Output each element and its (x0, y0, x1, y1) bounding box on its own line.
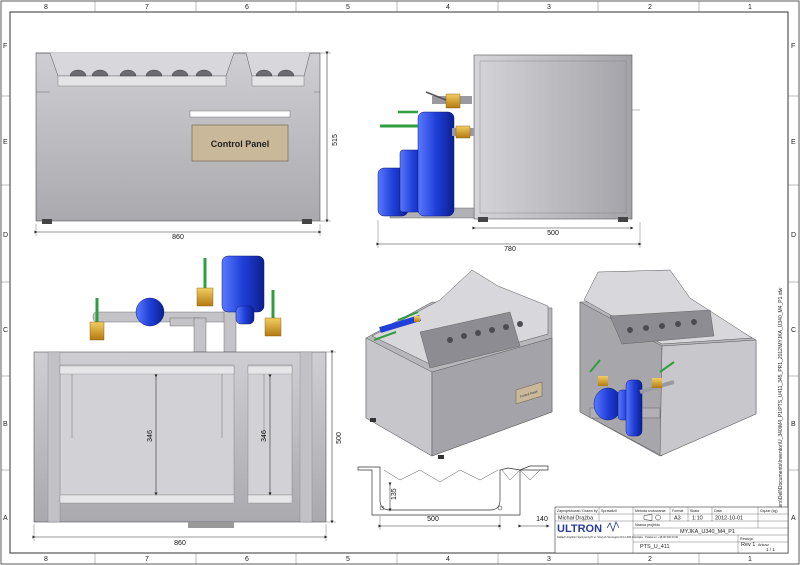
col-label-top: 3 (547, 4, 551, 11)
filter-housing (417, 111, 455, 217)
top-view: 346 346 500 860 (32, 255, 343, 547)
valve-icon (196, 287, 214, 307)
company-address: Zakład Urządzeń Spożywczych ul. Szarych … (557, 535, 679, 539)
row-label-right: B (791, 421, 796, 428)
col-label-bottom: 4 (446, 556, 450, 563)
scale-label: Skala (690, 509, 699, 513)
top-width-dim: 860 (174, 540, 186, 547)
ultron-logo: ULTRON (557, 520, 620, 535)
sheet-value: 1 / 1 (766, 547, 775, 552)
col-label-bottom: 8 (44, 556, 48, 563)
checked-label: Sprawdził (601, 509, 617, 513)
col-label-top: 8 (44, 4, 48, 11)
control-panel (191, 124, 289, 162)
top-inner-dim-right: 346 (261, 430, 268, 442)
row-label-left: F (3, 43, 7, 50)
col-label-bottom: 6 (245, 556, 249, 563)
format-value: A3 (674, 516, 681, 522)
row-label-left: D (3, 232, 8, 239)
valve-icon (455, 125, 471, 139)
col-label-top: 4 (446, 4, 450, 11)
plumbing-assembly (89, 255, 282, 353)
valve-icon (264, 317, 282, 337)
row-label-left: C (3, 327, 8, 334)
col-label-bottom: 2 (648, 556, 652, 563)
valve-icon (89, 321, 105, 341)
row-label-right: F (791, 43, 795, 50)
side-view: 500 780 (376, 54, 642, 253)
front-height-dim: 515 (332, 134, 339, 146)
row-label-right: A (791, 515, 796, 522)
front-width-dim: 860 (172, 234, 184, 241)
col-label-bottom: 5 (346, 556, 350, 563)
projection-label: Metoda rzutowania (635, 509, 665, 513)
company-name: ULTRON (557, 523, 602, 535)
pump-icon (135, 297, 165, 327)
top-inner-dim-left: 346 (147, 430, 154, 442)
section-flange-dim: 140 (536, 516, 548, 523)
row-label-right: D (791, 232, 796, 239)
side-overall-dim: 780 (504, 246, 516, 253)
section-height-dim: 135 (391, 488, 398, 500)
row-label-left: B (3, 421, 8, 428)
valve-icon (445, 93, 461, 109)
top-depth-dim: 500 (336, 432, 343, 444)
col-label-top: 2 (648, 4, 652, 11)
col-label-top: 6 (245, 4, 249, 11)
side-depth-dim: 500 (547, 230, 559, 237)
drawn-by-value: Michał Drążba (558, 516, 594, 522)
col-label-top: 5 (346, 4, 350, 11)
row-label-left: A (3, 515, 8, 522)
row-label-right: C (791, 327, 796, 334)
sheet-label: Arkusz (758, 543, 769, 547)
iso-panel-label: Control Panel (519, 389, 538, 398)
col-label-bottom: 7 (145, 556, 149, 563)
scale-value: 1:10 (692, 516, 703, 522)
control-panel-label: Control Panel (211, 139, 270, 149)
date-label: Data (714, 509, 722, 513)
format-label: Format (672, 509, 683, 513)
drawing-name: MYJKA_U340_M4_P1 (680, 529, 735, 535)
date-value: 2012-10-01 (715, 516, 743, 522)
section-width-dim: 500 (427, 516, 439, 523)
motor-icon (221, 255, 265, 313)
col-label-top: 7 (145, 4, 149, 11)
revision-value: Rev 1 (741, 542, 755, 548)
col-label-bottom: 1 (748, 556, 752, 563)
isometric-view-rear (579, 269, 757, 457)
section-view: 135 500 140 (357, 465, 550, 530)
drawn-by-label: Zaprojektował / Drawn by (557, 509, 598, 513)
project-label: Nazwa projektu (635, 523, 660, 527)
row-label-left: E (3, 139, 8, 146)
projection-symbol-icon (643, 514, 661, 521)
row-label-right: E (791, 139, 796, 146)
front-view: Control Panel 860 515 (34, 51, 339, 241)
revision-label: Rewizja (740, 537, 753, 541)
file-path-note: C:\Users\Dell\Documents\Inventor\U_340\M… (778, 287, 784, 520)
weight-label: Ciężar (kg) (760, 509, 778, 513)
title-block: Zaprojektował / Drawn by Michał Drążba S… (554, 506, 789, 554)
isometric-view-front: Control Panel (365, 269, 553, 459)
col-label-bottom: 3 (547, 556, 551, 563)
col-label-top: 1 (748, 4, 752, 11)
drawing-number: PTS_U_411 (640, 544, 670, 550)
